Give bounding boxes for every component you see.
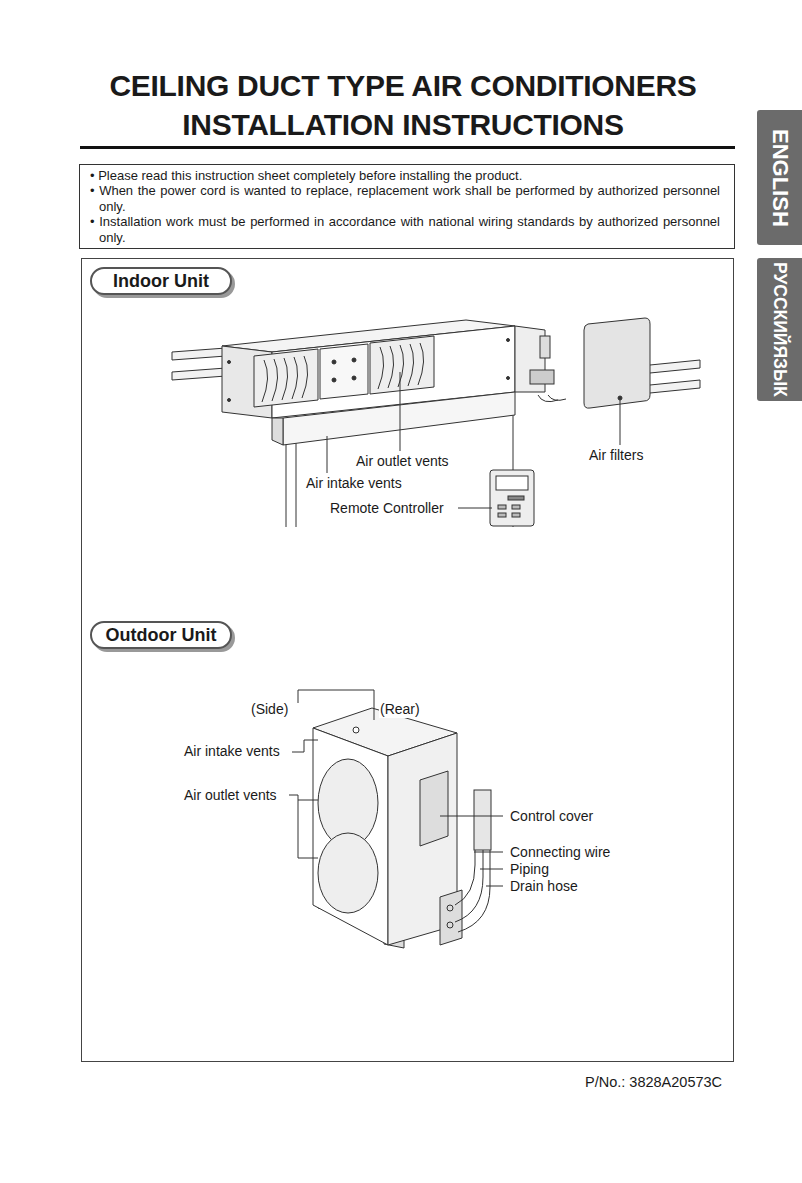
leader-line xyxy=(480,869,503,870)
control-box xyxy=(515,326,566,402)
unit-body xyxy=(272,418,283,445)
indoor-unit xyxy=(172,318,700,527)
control-cover xyxy=(420,771,448,846)
leader-line xyxy=(327,436,328,473)
leader-line xyxy=(292,740,318,752)
unit-body xyxy=(228,361,231,364)
part-label: Air intake vents xyxy=(305,474,403,492)
air-filter-panel xyxy=(584,318,650,408)
remote-controller xyxy=(512,505,520,509)
leader-line xyxy=(620,400,621,445)
unit-body xyxy=(507,377,510,380)
content-frame xyxy=(82,259,734,1062)
fan-outlet xyxy=(254,336,434,407)
title-rule xyxy=(80,146,735,149)
fan-outlet xyxy=(332,360,336,364)
part-label: Piping xyxy=(509,860,550,878)
tab-label: РУССКИЙЯЗЫК xyxy=(769,262,790,397)
piping xyxy=(474,790,491,850)
control-box xyxy=(530,370,554,384)
ceiling-rod xyxy=(286,440,287,527)
part-number: P/No.: 3828A20573C xyxy=(584,1073,723,1091)
heading-text: Outdoor Unit xyxy=(106,625,217,646)
leader-line xyxy=(298,690,374,720)
service-valve xyxy=(447,905,453,911)
cabinet xyxy=(313,708,457,945)
remote-controller xyxy=(512,513,520,517)
part-label: Air outlet vents xyxy=(183,786,278,804)
outdoor-unit xyxy=(289,690,503,948)
air-filter-panel xyxy=(584,318,650,408)
remote-controller xyxy=(498,505,506,509)
part-label: (Rear) xyxy=(379,700,421,718)
leader-line xyxy=(474,852,503,853)
section-heading: Outdoor Unit xyxy=(90,621,232,649)
unit-body xyxy=(228,399,231,402)
control-box xyxy=(540,336,550,358)
part-label: Air filters xyxy=(588,446,644,464)
remote-controller xyxy=(508,496,524,500)
fan-outlet xyxy=(332,378,336,382)
piping xyxy=(458,790,490,932)
service-valve xyxy=(440,890,462,945)
air-filter-panel xyxy=(618,396,622,400)
part-label: (Side) xyxy=(250,700,289,718)
service-valve xyxy=(447,922,453,928)
unit-body xyxy=(222,320,515,445)
language-tab: РУССКИЙЯЗЫК xyxy=(757,258,802,401)
part-label: Air outlet vents xyxy=(355,452,450,470)
service-valve xyxy=(440,890,462,945)
notice-box: • Please read this instruction sheet com… xyxy=(79,164,735,249)
fan-outlet xyxy=(352,358,356,362)
content-frame xyxy=(82,259,734,1062)
leader-line xyxy=(458,508,492,509)
ceiling-rod xyxy=(296,440,297,527)
notice-text: • Installation work must be performed in… xyxy=(90,214,720,245)
part-label: Control cover xyxy=(509,807,594,825)
section-heading: Indoor Unit xyxy=(90,267,232,295)
page-title: CEILING DUCT TYPE AIR CONDITIONERS INSTA… xyxy=(90,66,716,144)
remote-controller xyxy=(490,470,534,526)
control-cover xyxy=(420,771,448,846)
fan-outlet xyxy=(262,356,308,402)
part-label: Drain hose xyxy=(509,877,579,895)
leader-line xyxy=(298,800,318,801)
remote-controller xyxy=(498,513,506,517)
unit-body xyxy=(507,339,510,342)
fan-outlet xyxy=(370,336,434,394)
part-label: Air intake vents xyxy=(183,742,281,760)
title-rule xyxy=(80,146,735,149)
leader-line xyxy=(289,690,503,886)
leader-line xyxy=(486,886,503,887)
fan-outlet xyxy=(352,376,356,380)
control-box xyxy=(538,395,566,402)
ceiling-rod xyxy=(172,368,226,380)
part-label: Remote Controller xyxy=(329,499,445,517)
fan-outlet xyxy=(320,344,368,399)
remote-controller xyxy=(490,470,534,526)
remote-controller xyxy=(496,476,528,490)
fan-outlet xyxy=(378,343,424,389)
leader-line xyxy=(440,816,503,817)
fan-outlet xyxy=(254,349,318,407)
leader-line xyxy=(400,372,401,451)
language-tab: ENGLISH xyxy=(757,110,802,245)
leader-line xyxy=(289,795,318,858)
cabinet xyxy=(313,728,388,945)
heading-text: Indoor Unit xyxy=(113,271,209,292)
fan-grille xyxy=(318,759,378,913)
notice-text: • When the power cord is wanted to repla… xyxy=(90,183,720,214)
notice-text: • Please read this instruction sheet com… xyxy=(90,168,720,183)
part-label: Connecting wire xyxy=(509,843,611,861)
cabinet xyxy=(353,727,359,733)
piping xyxy=(455,790,491,932)
tab-label: ENGLISH xyxy=(767,129,793,227)
fan-grille xyxy=(318,833,378,913)
piping xyxy=(455,790,475,905)
ceiling-rod xyxy=(172,348,226,360)
